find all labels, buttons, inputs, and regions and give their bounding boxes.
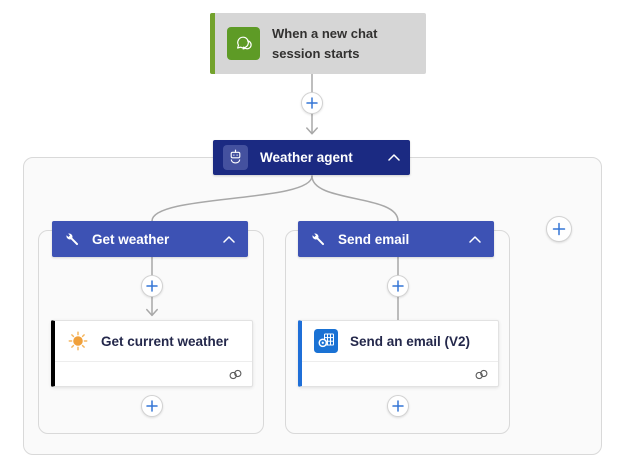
add-action-send-email-bottom-button[interactable] — [387, 395, 409, 417]
wrench-icon — [311, 232, 326, 247]
tool-title: Get weather — [92, 231, 170, 247]
arrowhead-agent — [306, 127, 318, 135]
action-title: Send an email (V2) — [350, 333, 471, 349]
plus-icon — [146, 280, 158, 292]
tool-title: Send email — [338, 231, 410, 247]
insert-action-get-weather-button[interactable] — [141, 275, 163, 297]
outlook-icon — [314, 329, 338, 353]
add-action-get-weather-bottom-button[interactable] — [141, 395, 163, 417]
trigger-card[interactable]: When a new chat session starts — [210, 13, 426, 74]
action-card-get-current-weather[interactable]: Get current weather — [51, 320, 253, 387]
plus-icon — [392, 400, 404, 412]
plus-icon — [552, 222, 566, 236]
trigger-title: When a new chat session starts — [272, 25, 378, 61]
tool-header-get-weather[interactable]: Get weather — [52, 221, 248, 257]
plus-icon — [146, 400, 158, 412]
connection-icon — [229, 369, 242, 380]
chevron-up-icon[interactable] — [223, 235, 235, 243]
insert-action-send-email-button[interactable] — [387, 275, 409, 297]
sun-icon — [67, 330, 89, 352]
chevron-up-icon[interactable] — [469, 235, 481, 243]
tool-header-send-email[interactable]: Send email — [298, 221, 494, 257]
agent-title: Weather agent — [260, 150, 353, 165]
connection-icon — [475, 369, 488, 380]
wrench-icon — [65, 232, 80, 247]
add-tool-button[interactable] — [546, 216, 572, 242]
action-card-send-an-email-v2[interactable]: Send an email (V2) — [298, 320, 499, 387]
agent-header-weather-agent[interactable]: Weather agent — [213, 140, 410, 175]
insert-step-after-trigger-button[interactable] — [301, 92, 323, 114]
plus-icon — [392, 280, 404, 292]
plus-icon — [306, 97, 318, 109]
bot-icon — [223, 145, 248, 170]
chevron-up-icon[interactable] — [388, 154, 400, 161]
chat-icon — [227, 27, 260, 60]
action-title: Get current weather — [101, 333, 229, 349]
